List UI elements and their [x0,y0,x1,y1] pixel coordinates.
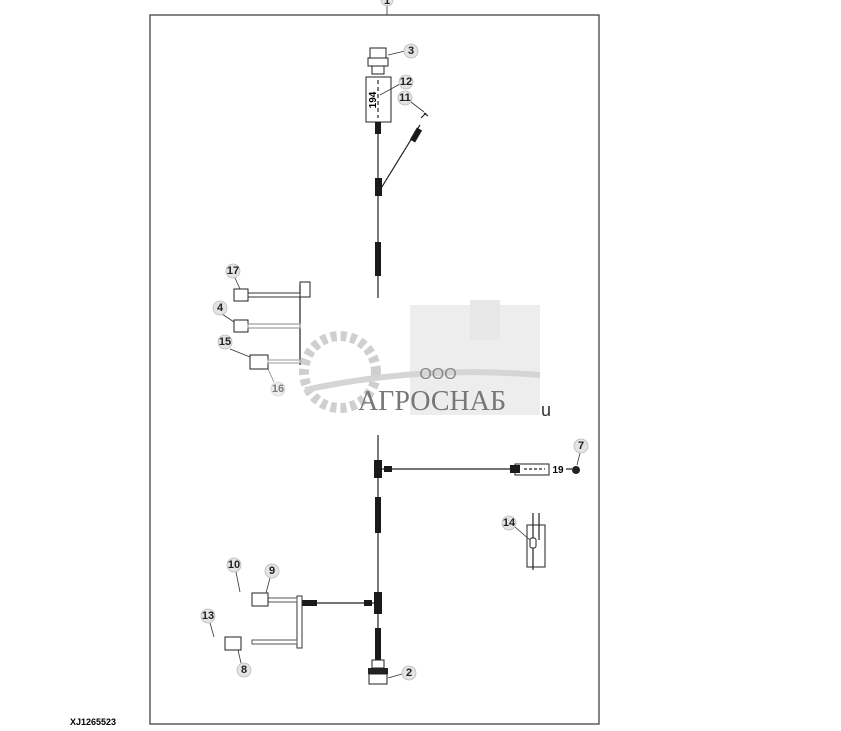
callout-4: 4 [212,300,235,323]
svg-text:4: 4 [217,302,224,314]
callout-7: 7 [573,438,589,466]
callout-14: 13 [200,608,216,638]
relay-connector-3 [367,47,389,75]
sensor-group-upper [233,281,311,370]
callout-1: 1 [380,0,394,7]
watermark-logo [299,300,541,415]
callout-12: 12 [379,74,414,96]
svg-text:19: 19 [552,465,564,476]
svg-text:15: 15 [219,336,231,348]
callout-17: 16 [267,368,286,397]
figure-id: XJ1265523 [70,717,116,727]
main-connector-2 [368,659,388,685]
svg-text:10: 10 [228,559,240,571]
svg-text:7: 7 [578,440,584,452]
callout-11: 11 [397,90,425,113]
svg-text:12: 12 [400,76,412,88]
svg-text:2: 2 [406,667,412,679]
callout-8: 8 [236,649,252,678]
svg-text:14: 14 [503,517,516,529]
callout-9: 9 [264,563,280,594]
svg-text:8: 8 [241,664,247,676]
fuse-13 [526,513,546,570]
callout-16: 17 [225,263,241,290]
fuse-holder-12: 194 [365,76,392,123]
svg-text:3: 3 [408,45,414,57]
callout-2: 2 [387,665,417,681]
svg-text:17: 17 [227,265,239,277]
svg-text:9: 9 [269,565,275,577]
svg-text:11: 11 [399,92,411,104]
callout-3: 3 [387,43,419,59]
callout-15: 15 [217,334,251,358]
watermark-suffix: u [541,400,551,420]
svg-text:194: 194 [368,91,379,108]
callout-13: 14 [501,515,531,541]
diagram-frame [149,14,600,725]
svg-text:1: 1 [384,0,390,7]
watermark-prefix: ООО [419,366,456,383]
callout-10: 10 [226,557,242,593]
fuse-holder-19: 19 [510,463,580,476]
watermark-brand: АГРОСНАБ [358,386,506,417]
svg-text:16: 16 [272,383,284,395]
svg-text:13: 13 [202,610,214,622]
